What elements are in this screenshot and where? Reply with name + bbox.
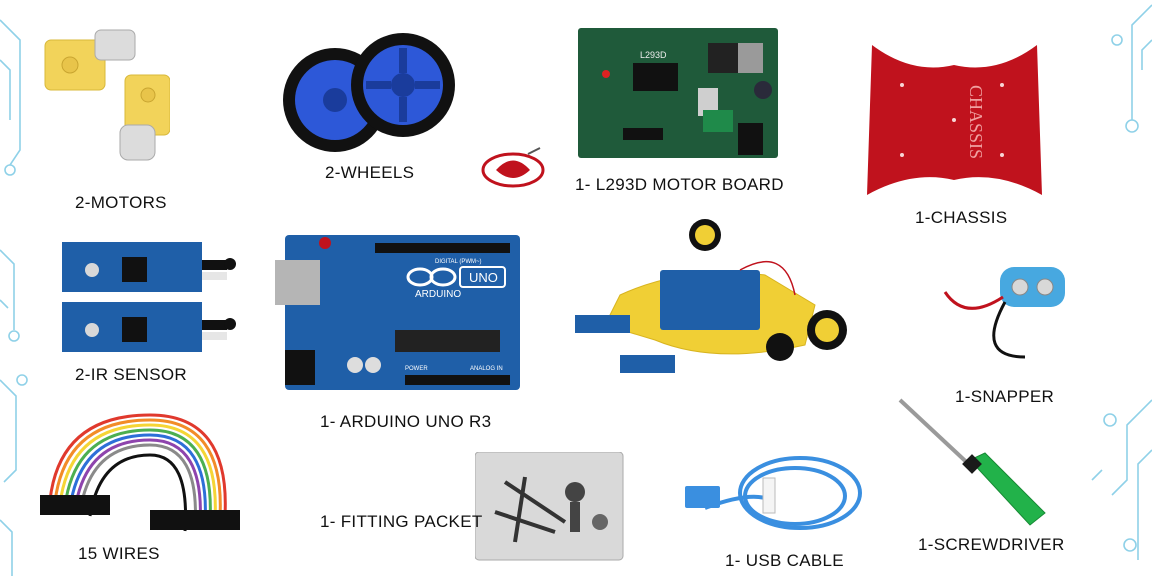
item-label: 1- L293D MOTOR BOARD (575, 175, 784, 194)
item-label: 1- FITTING PACKET (320, 512, 483, 531)
assembled-robot-car-icon (565, 215, 865, 400)
item-label: 15 WIRES (78, 544, 160, 563)
item-label: 2-WHEELS (325, 163, 415, 182)
arduino-analog-text: ANALOG IN (470, 366, 503, 372)
circuit-decoration-right (1091, 4, 1152, 560)
item-label: 2-IR SENSOR (75, 365, 187, 384)
item-label: 1- ARDUINO UNO R3 (320, 412, 492, 431)
motor-driver-board-icon: L293D (578, 28, 778, 163)
item-label: 1-CHASSIS (915, 208, 1008, 227)
arduino-power-text: POWER (405, 366, 428, 372)
chassis-text: CHASSIS (966, 85, 986, 159)
fitting-packet-icon (475, 452, 625, 562)
wheel-icon (275, 30, 465, 155)
board-chip-label: L293D (640, 50, 667, 60)
item-label: 1- USB CABLE (725, 551, 844, 570)
screwdriver-icon (895, 395, 1055, 535)
item-label: 2-MOTORS (75, 193, 167, 212)
dc-motor-icon (40, 20, 170, 170)
ir-sensor-icon (62, 242, 242, 357)
item-label: 1-SCREWDRIVER (918, 535, 1065, 554)
arduino-board-icon: ARDUINO UNO DIGITAL (PWM~) POWER ANALOG … (275, 235, 525, 395)
jumper-wires-icon (40, 405, 240, 535)
logo-icon (478, 146, 548, 191)
arduino-model-text: UNO (469, 270, 498, 285)
arduino-digital-text: DIGITAL (PWM~) (435, 259, 482, 265)
item-label: 1-SNAPPER (955, 387, 1055, 406)
battery-snapper-icon (925, 262, 1075, 372)
circuit-decoration-left (0, 19, 28, 576)
usb-cable-icon (685, 448, 870, 548)
chassis-icon: CHASSIS (862, 45, 1047, 200)
arduino-brand-text: ARDUINO (415, 289, 461, 300)
